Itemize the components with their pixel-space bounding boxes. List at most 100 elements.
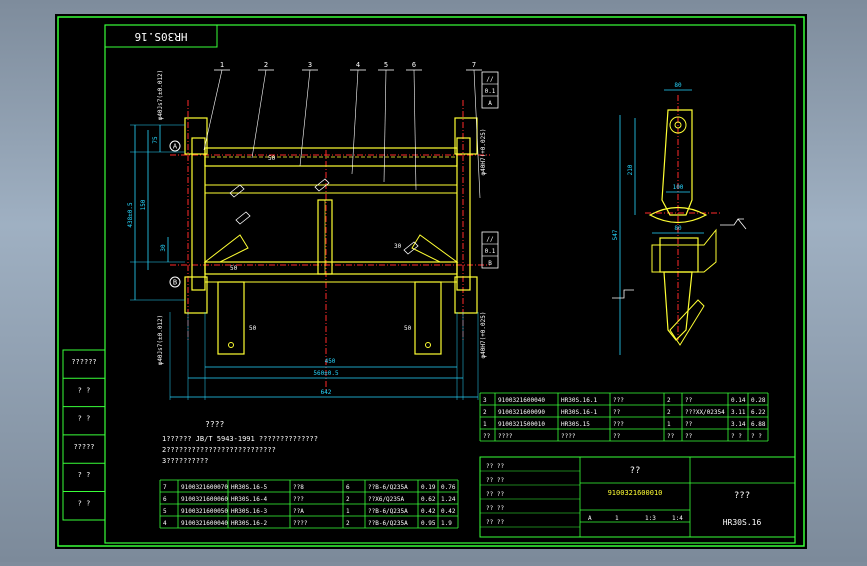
parts-bottom-cell: 2 xyxy=(346,520,350,527)
parts-bottom-cell: 9100321600060 xyxy=(181,496,228,503)
weld-symbol xyxy=(314,178,330,192)
feature-frame xyxy=(481,71,499,109)
feature-frame-cell: 0.1 xyxy=(485,248,496,255)
notes-line: 1?????? JB/T 5943-1991 ?????????????? xyxy=(162,435,318,443)
title-block-company: ??? xyxy=(734,491,750,501)
parts-bottom-cell: ??8 xyxy=(293,484,304,491)
parts-bottom-cell: ??X6/Q235A xyxy=(368,496,405,503)
parts-top-cell: 3 xyxy=(483,397,487,404)
parts-top-cell: 1 xyxy=(483,421,487,428)
parts-bottom-cell: HR30S.16-2 xyxy=(231,520,268,527)
side-top-eye xyxy=(669,116,687,134)
parts-top-cell: ?? xyxy=(613,409,621,416)
parts-top-cell: ??? xyxy=(613,421,624,428)
parts-bottom-cell: ??A xyxy=(293,508,304,515)
parts-top-cell: ?? xyxy=(667,433,675,440)
left-strip-label: ? ? xyxy=(78,415,91,423)
middle-beam xyxy=(204,184,458,194)
dim-top-h-text: 75 xyxy=(152,136,159,144)
balloon-leader xyxy=(203,69,223,151)
left-bottom-pin xyxy=(184,276,208,314)
parts-bottom-cell: ??? xyxy=(293,496,304,503)
parts-top-cell: 9100321600090 xyxy=(498,409,545,416)
balloon-number: 4 xyxy=(356,61,360,69)
parts-bottom-cell: 0.19 xyxy=(421,484,436,491)
outer-border xyxy=(57,16,805,547)
title-rev-cell: ?? ?? xyxy=(486,505,504,512)
title-block-count: 1 xyxy=(615,515,619,522)
parts-bottom-cell: 0.42 xyxy=(421,508,436,515)
datum-letter: B xyxy=(173,279,177,287)
balloon-leader xyxy=(473,69,481,199)
side-weld-right xyxy=(720,218,747,230)
side-dim-small-text: 100 xyxy=(673,184,684,191)
right-foot xyxy=(414,281,442,355)
dim-sec-low-right: 50 xyxy=(404,325,412,332)
side-dim-upper-text: 210 xyxy=(627,164,634,175)
parts-top-cell: 6.22 xyxy=(751,409,766,416)
parts-bottom-cell: ???? xyxy=(293,520,308,527)
parts-top-cell: ???? xyxy=(561,433,576,440)
balloon-number: 1 xyxy=(220,61,224,69)
notes-line: 3?????????? xyxy=(162,457,208,465)
side-weld-left xyxy=(612,289,634,299)
dim-overall-width-text: 642 xyxy=(321,389,332,396)
parts-bottom-cell: 6 xyxy=(346,484,350,491)
parts-bottom-cell: 0.42 xyxy=(441,508,456,515)
balloon-number: 6 xyxy=(412,61,416,69)
parts-top-cell: 2 xyxy=(483,409,487,416)
parts-top-cell: ???? xyxy=(498,433,513,440)
left-strip-label: ?????? xyxy=(71,358,96,366)
balloon-number: 5 xyxy=(384,61,388,69)
left-foot-hole xyxy=(228,342,234,348)
left-foot xyxy=(217,281,245,355)
parts-top-cell: 6.88 xyxy=(751,421,766,428)
left-strip-label: ? ? xyxy=(78,500,91,508)
parts-bottom-cell: 4 xyxy=(163,520,167,527)
weld-symbol xyxy=(403,241,419,255)
title-block-ratio: 1:3 xyxy=(645,515,656,522)
balloon-number: 3 xyxy=(308,61,312,69)
balloon-leader xyxy=(351,69,359,175)
dim-inner-width-text: 450 xyxy=(325,358,336,365)
title-rev-cell: ?? ?? xyxy=(486,477,504,484)
feature-frame-cell: B xyxy=(488,260,492,267)
left-strip-label: ? ? xyxy=(78,386,91,394)
parts-top-cell: 2 xyxy=(667,397,671,404)
weld-symbol xyxy=(229,184,245,198)
dim-sec-upper: 50 xyxy=(268,155,276,162)
feature-frame-cell: // xyxy=(486,236,494,243)
feature-frame-cell: A xyxy=(488,100,492,107)
dim-height-c-text: 30 xyxy=(160,244,167,252)
dim-sec-low-left: 50 xyxy=(249,325,257,332)
parts-bottom-cell: 1.24 xyxy=(441,496,456,503)
feature-frame xyxy=(481,231,499,269)
side-top-eye-inner xyxy=(674,121,682,129)
dim-height-b-text: 150 xyxy=(140,199,147,210)
side-tip xyxy=(669,299,705,346)
parts-top-cell: 2 xyxy=(667,409,671,416)
datum-circle xyxy=(169,276,181,288)
datum-letter: A xyxy=(173,143,178,151)
balloon-number: 2 xyxy=(264,61,268,69)
left-side-plate xyxy=(191,137,206,291)
notes-line: 2?????????????????????????? xyxy=(162,446,276,454)
side-dim-lower-text: 80 xyxy=(674,225,682,232)
inner-border xyxy=(104,24,796,544)
parts-bottom-cell: 7 xyxy=(163,484,167,491)
parts-bottom-cell: 2 xyxy=(346,496,350,503)
parts-top-cell: ?? xyxy=(685,397,693,404)
title-rev-cell: ?? ?? xyxy=(486,519,504,526)
title-tab-text: HR30S.16 xyxy=(135,30,188,43)
dim-slot-right: 30 xyxy=(394,243,402,250)
title-block-code: HR30S.16 xyxy=(723,518,762,527)
title-rev-cell: ?? ?? xyxy=(486,463,504,470)
parts-top-cell: ?? xyxy=(483,433,491,440)
parts-top-cell: ?? xyxy=(685,421,693,428)
label-right-bottom: φ40H7(+0.025) xyxy=(480,312,487,359)
parts-top-cell: 1 xyxy=(667,421,671,428)
